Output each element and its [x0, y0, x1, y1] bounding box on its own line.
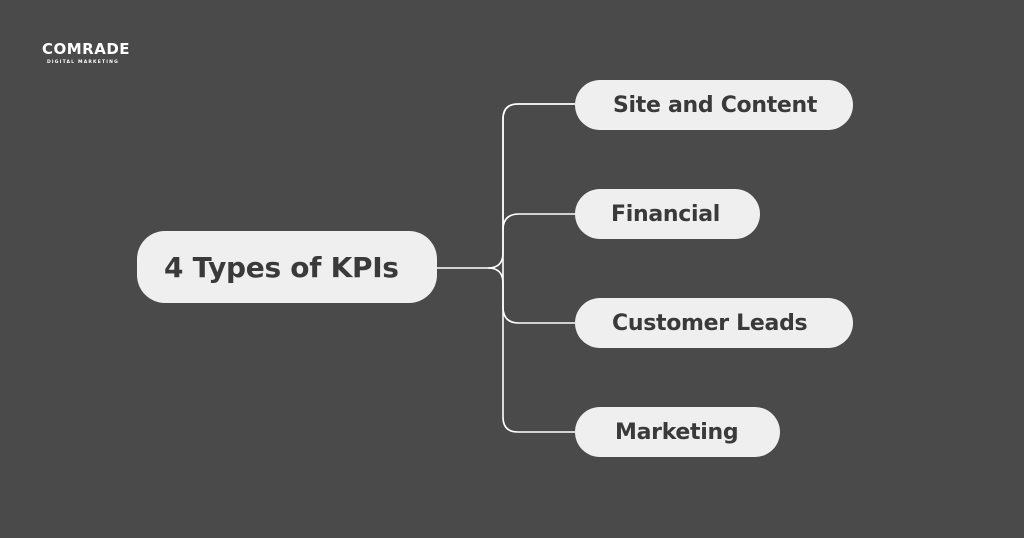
connector-trunk: [437, 103, 575, 269]
logo-tagline: DIGITAL MARKETING: [47, 60, 120, 65]
connector-marketing: [487, 267, 575, 433]
central-node-label: 4 Types of KPIs: [164, 250, 399, 284]
branch-node-customer-leads: Customer Leads: [575, 298, 853, 348]
branch-node-site-and-content: Site and Content: [575, 80, 853, 130]
connector-site-and-content: [502, 103, 575, 268]
connector-financial: [502, 213, 575, 231]
connector-customer-leads: [502, 268, 575, 324]
logo-wordmark: COMRADE: [42, 40, 131, 58]
central-node: 4 Types of KPIs: [137, 231, 437, 303]
branch-label: Site and Content: [613, 92, 818, 118]
comrade-logo: COMRADE DIGITAL MARKETING: [42, 40, 130, 65]
branch-label: Customer Leads: [612, 310, 808, 336]
branch-node-marketing: Marketing: [575, 407, 780, 457]
branch-label: Financial: [611, 201, 721, 227]
branch-node-financial: Financial: [575, 189, 760, 239]
branch-label: Marketing: [615, 419, 739, 445]
